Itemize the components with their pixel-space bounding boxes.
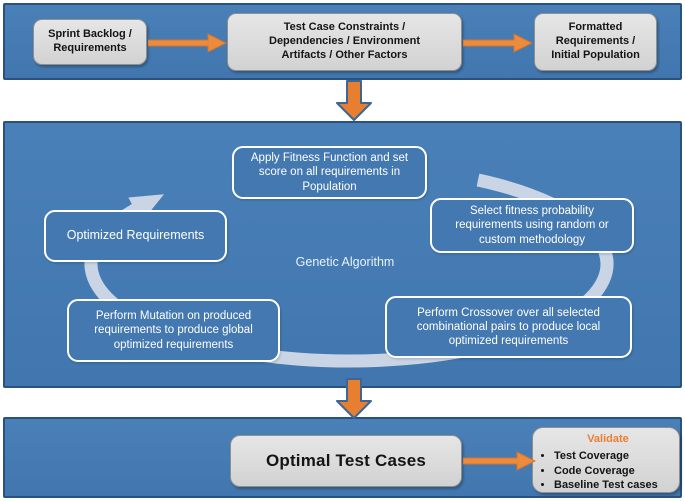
perform-mutation-label: Perform Mutation on produced requirement…	[94, 310, 253, 351]
validate-title: Validate	[587, 433, 629, 445]
arrow-right-icon	[463, 451, 536, 471]
output-stage-band: Optimal Test Cases Validate Test Coverag…	[3, 417, 682, 498]
constraints-box: Test Case Constraints / Dependencies / E…	[227, 13, 462, 71]
arrow-down-icon	[336, 378, 372, 419]
validate-item: Baseline Test cases	[554, 479, 675, 493]
apply-fitness-label: Apply Fitness Function and set score on …	[250, 152, 409, 193]
constraints-label: Test Case Constraints / Dependencies / E…	[269, 21, 420, 61]
select-fitness-label: Select fitness probability requirements …	[455, 205, 609, 246]
select-fitness-box: Select fitness probability requirements …	[430, 198, 634, 253]
input-stage-band: Sprint Backlog / Requirements Test Case …	[3, 3, 682, 80]
sprint-backlog-box: Sprint Backlog / Requirements	[33, 19, 147, 65]
validate-item: Test Coverage	[554, 450, 675, 464]
optimized-requirements-label: Optimized Requirements	[66, 228, 205, 243]
optimal-test-cases-box: Optimal Test Cases	[230, 435, 462, 487]
genetic-algorithm-title: Genetic Algorithm	[295, 255, 395, 269]
perform-crossover-box: Perform Crossover over all selected comb…	[385, 296, 632, 358]
optimal-test-cases-label: Optimal Test Cases	[265, 451, 427, 471]
validate-item: Code Coverage	[554, 465, 675, 479]
perform-mutation-box: Perform Mutation on produced requirement…	[67, 299, 280, 362]
formatted-requirements-label: Formatted Requirements / Initial Populat…	[551, 21, 640, 61]
genetic-algorithm-band: Apply Fitness Function and set score on …	[3, 121, 682, 388]
validate-list: Test Coverage Code Coverage Baseline Tes…	[541, 449, 675, 494]
arrow-right-icon	[148, 33, 227, 53]
arrow-right-icon	[463, 33, 533, 53]
apply-fitness-box: Apply Fitness Function and set score on …	[232, 146, 427, 199]
validate-box: Validate Test Coverage Code Coverage Bas…	[532, 427, 680, 493]
formatted-requirements-box: Formatted Requirements / Initial Populat…	[534, 13, 657, 71]
arrow-down-icon	[336, 80, 372, 121]
sprint-backlog-label: Sprint Backlog / Requirements	[48, 28, 132, 54]
perform-crossover-label: Perform Crossover over all selected comb…	[416, 306, 601, 348]
optimized-requirements-box: Optimized Requirements	[44, 210, 227, 262]
